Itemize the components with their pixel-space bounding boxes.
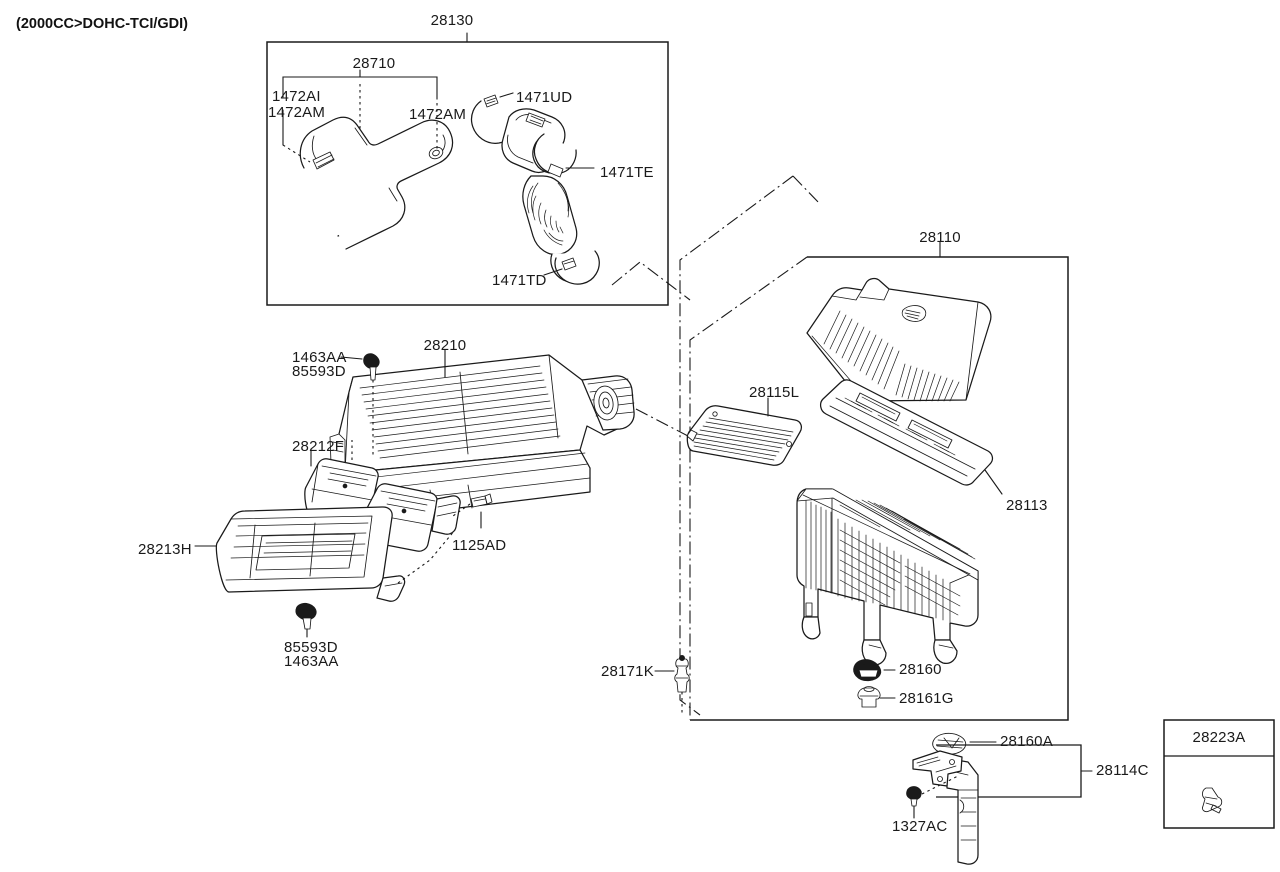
part-label-28213H: 28213H — [138, 541, 192, 558]
part-label-1472AM-left: 1472AM — [268, 104, 326, 121]
part-label-28223A: 28223A — [1192, 729, 1246, 746]
part-85593D-1463AA-lower — [295, 602, 317, 638]
part-28110-housing — [796, 488, 979, 666]
group-frame-28110 — [679, 175, 1069, 721]
part-label-85593D-upper: 85593D — [292, 363, 346, 380]
part-label-1471UD: 1471UD — [516, 89, 573, 106]
part-28213H — [194, 506, 456, 602]
part-label-28113: 28113 — [1006, 497, 1048, 514]
part-bracket — [912, 750, 979, 865]
part-label-1463AA-lower: 1463AA — [284, 653, 339, 670]
part-label-85593D-lower: 85593D — [284, 639, 338, 656]
part-28110-cover — [806, 277, 992, 402]
part-1327AC-bolt — [906, 775, 959, 819]
part-label-1125AD: 1125AD — [452, 537, 507, 554]
part-28161G-grommet — [857, 686, 896, 708]
diagram-title: (2000CC>DOHC-TCI/GDI) — [16, 16, 189, 32]
part-1472AM-hose — [299, 116, 454, 250]
part-label-28210: 28210 — [423, 337, 467, 354]
part-label-1472AI: 1472AI — [272, 88, 321, 105]
part-28113 — [819, 379, 1003, 495]
part-label-28710: 28710 — [352, 55, 396, 72]
group-frame-28114C — [936, 744, 1093, 798]
part-label-28160A: 28160A — [1000, 733, 1053, 750]
part-28171K-clip — [654, 655, 690, 715]
part-label-1463AA-upper: 1463AA — [292, 349, 347, 366]
part-1125AD-screw — [452, 493, 493, 529]
part-28223A-icon — [1202, 787, 1223, 814]
part-label-1472AM-right: 1472AM — [409, 106, 467, 123]
leader-28130-to-28110 — [611, 261, 691, 301]
part-label-1471TD: 1471TD — [492, 272, 547, 289]
part-label-1471TE: 1471TE — [600, 164, 654, 181]
part-1471TE-duct — [501, 108, 600, 285]
cover-emblem — [901, 305, 927, 322]
leader-28210-to-28115L — [635, 408, 689, 437]
part-label-1327AC: 1327AC — [892, 818, 948, 835]
part-label-28130: 28130 — [430, 12, 474, 29]
part-label-28212F: 28212F — [292, 438, 345, 455]
part-label-28160: 28160 — [899, 661, 942, 678]
part-label-28110: 28110 — [919, 229, 961, 246]
group-frame-28130 — [266, 32, 669, 306]
part-28160-nut — [853, 659, 896, 682]
part-1463AA-85593D-upper — [340, 353, 380, 455]
part-label-28115L: 28115L — [749, 384, 800, 401]
group-frame-28223A — [1163, 719, 1275, 829]
leader-1472AI — [282, 109, 311, 163]
part-label-28161G: 28161G — [899, 690, 954, 707]
part-label-28171K: 28171K — [601, 663, 654, 680]
part-label-28114C: 28114C — [1096, 762, 1149, 779]
part-28115L — [686, 397, 802, 466]
